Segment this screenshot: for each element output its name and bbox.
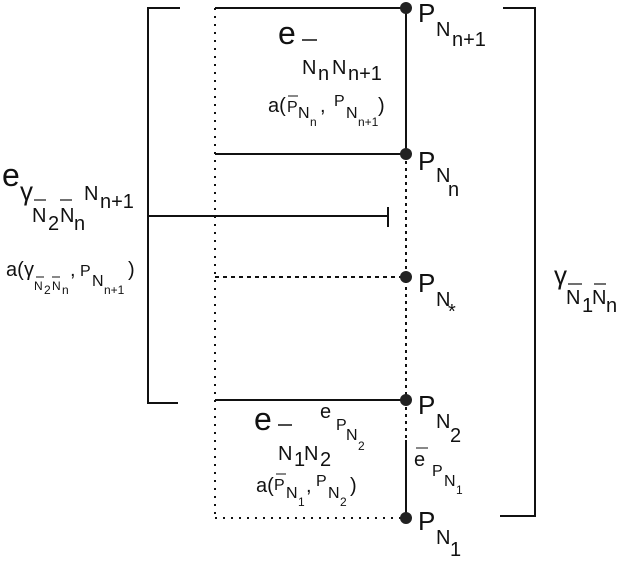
svg-text:N: N bbox=[92, 273, 104, 290]
right-bracket bbox=[500, 7, 536, 517]
edge-label-epn2: e P N 2 bbox=[320, 401, 365, 453]
svg-text:a(: a( bbox=[6, 259, 24, 281]
svg-text:N: N bbox=[52, 279, 61, 293]
svg-text:n: n bbox=[448, 179, 459, 201]
svg-text:*: * bbox=[448, 301, 456, 323]
svg-text:e: e bbox=[278, 15, 296, 51]
svg-text:1: 1 bbox=[582, 295, 593, 317]
svg-text:N: N bbox=[436, 19, 450, 41]
node-pn-2 bbox=[400, 394, 412, 406]
svg-text:): ) bbox=[350, 475, 357, 497]
svg-text:P: P bbox=[274, 477, 285, 494]
label-p-n2: P N 2 bbox=[418, 390, 461, 447]
left-bracket bbox=[147, 7, 180, 404]
svg-text:N: N bbox=[302, 57, 316, 79]
svg-text:n+1: n+1 bbox=[100, 191, 134, 213]
node-pn-star bbox=[400, 271, 412, 283]
svg-text:1: 1 bbox=[294, 449, 305, 471]
edge-label-ebar-pn1: e P N 1 bbox=[414, 447, 463, 497]
node-pn-n+1 bbox=[400, 2, 412, 14]
area-label-bottom: a( P N 1 , P N 2 ) bbox=[256, 473, 357, 509]
label-p-nstar: P N * bbox=[418, 268, 456, 323]
svg-text:N: N bbox=[286, 485, 298, 502]
svg-text:N: N bbox=[278, 443, 292, 465]
svg-text:P: P bbox=[418, 506, 435, 536]
svg-text:2: 2 bbox=[320, 449, 331, 471]
svg-text:n: n bbox=[318, 63, 329, 85]
svg-text:N: N bbox=[436, 527, 450, 549]
svg-text:P: P bbox=[418, 268, 435, 298]
svg-text:N: N bbox=[304, 443, 318, 465]
svg-text:n: n bbox=[606, 295, 617, 317]
svg-text:N: N bbox=[436, 165, 450, 187]
svg-text:P: P bbox=[418, 390, 435, 420]
svg-text:e: e bbox=[414, 449, 425, 471]
svg-text:a(: a( bbox=[268, 95, 286, 117]
svg-text:): ) bbox=[128, 259, 135, 281]
svg-text:N: N bbox=[32, 205, 46, 227]
svg-text:P: P bbox=[80, 263, 91, 280]
label-p-n1: P N 1 bbox=[418, 506, 461, 561]
svg-text:P: P bbox=[336, 417, 347, 434]
left-bracket-area-label: a( γ N 2 N n , P N n+1 ) bbox=[6, 259, 135, 297]
area-label-top: a( P N n , P N n+1 ) bbox=[268, 93, 385, 129]
svg-text:n: n bbox=[62, 283, 69, 297]
node-pn-1 bbox=[400, 512, 412, 524]
edge-label-top: e N n N n+1 bbox=[278, 15, 382, 85]
svg-text:e: e bbox=[254, 401, 272, 437]
svg-text:,: , bbox=[306, 475, 312, 497]
svg-text:P: P bbox=[418, 146, 435, 176]
svg-text:2: 2 bbox=[48, 213, 59, 235]
node-pn-n bbox=[400, 148, 412, 160]
svg-text:1: 1 bbox=[450, 539, 461, 561]
svg-text:N: N bbox=[566, 287, 580, 309]
svg-text:N: N bbox=[34, 279, 43, 293]
svg-text:n: n bbox=[310, 115, 317, 129]
svg-text:N: N bbox=[332, 57, 346, 79]
svg-text:n+1: n+1 bbox=[452, 29, 486, 51]
svg-text:P: P bbox=[287, 99, 298, 116]
svg-text:,: , bbox=[70, 259, 76, 281]
svg-text:2: 2 bbox=[340, 495, 347, 509]
svg-text:N: N bbox=[436, 411, 450, 433]
svg-text:n+1: n+1 bbox=[358, 115, 379, 129]
svg-text:2: 2 bbox=[44, 283, 51, 297]
right-bracket-label: γ N 1 N n bbox=[554, 260, 617, 317]
svg-text:P: P bbox=[432, 463, 443, 480]
svg-text:2: 2 bbox=[450, 425, 461, 447]
svg-text:e: e bbox=[320, 401, 331, 423]
svg-text:γ: γ bbox=[554, 260, 567, 290]
svg-text:γ: γ bbox=[20, 176, 33, 206]
svg-text:N: N bbox=[444, 473, 456, 490]
svg-text:a(: a( bbox=[256, 475, 274, 497]
svg-text:N: N bbox=[592, 287, 606, 309]
svg-text:P: P bbox=[334, 93, 345, 110]
svg-text:1: 1 bbox=[456, 483, 463, 497]
svg-text:): ) bbox=[378, 95, 385, 117]
svg-text:N: N bbox=[346, 427, 358, 444]
svg-text:1: 1 bbox=[298, 495, 305, 509]
label-p-nn: P N n bbox=[418, 146, 459, 201]
svg-text:N: N bbox=[298, 105, 310, 122]
svg-text:e: e bbox=[2, 157, 20, 193]
svg-text:,: , bbox=[320, 95, 326, 117]
svg-text:N: N bbox=[436, 289, 450, 311]
svg-text:n+1: n+1 bbox=[104, 283, 125, 297]
svg-text:N: N bbox=[346, 105, 358, 122]
svg-text:N: N bbox=[84, 183, 98, 205]
svg-text:N: N bbox=[328, 485, 340, 502]
svg-text:N: N bbox=[60, 205, 74, 227]
svg-text:γ: γ bbox=[24, 259, 34, 281]
svg-text:2: 2 bbox=[358, 439, 365, 453]
svg-text:n: n bbox=[74, 213, 85, 235]
svg-text:n+1: n+1 bbox=[348, 63, 382, 85]
label-p-nn1: P N n+1 bbox=[418, 0, 486, 51]
svg-text:P: P bbox=[418, 0, 435, 28]
edge-label-bottom: e N 1 N 2 bbox=[254, 401, 331, 471]
svg-text:P: P bbox=[316, 473, 327, 490]
left-bracket-label: e γ N 2 N n N n+1 bbox=[2, 157, 134, 235]
